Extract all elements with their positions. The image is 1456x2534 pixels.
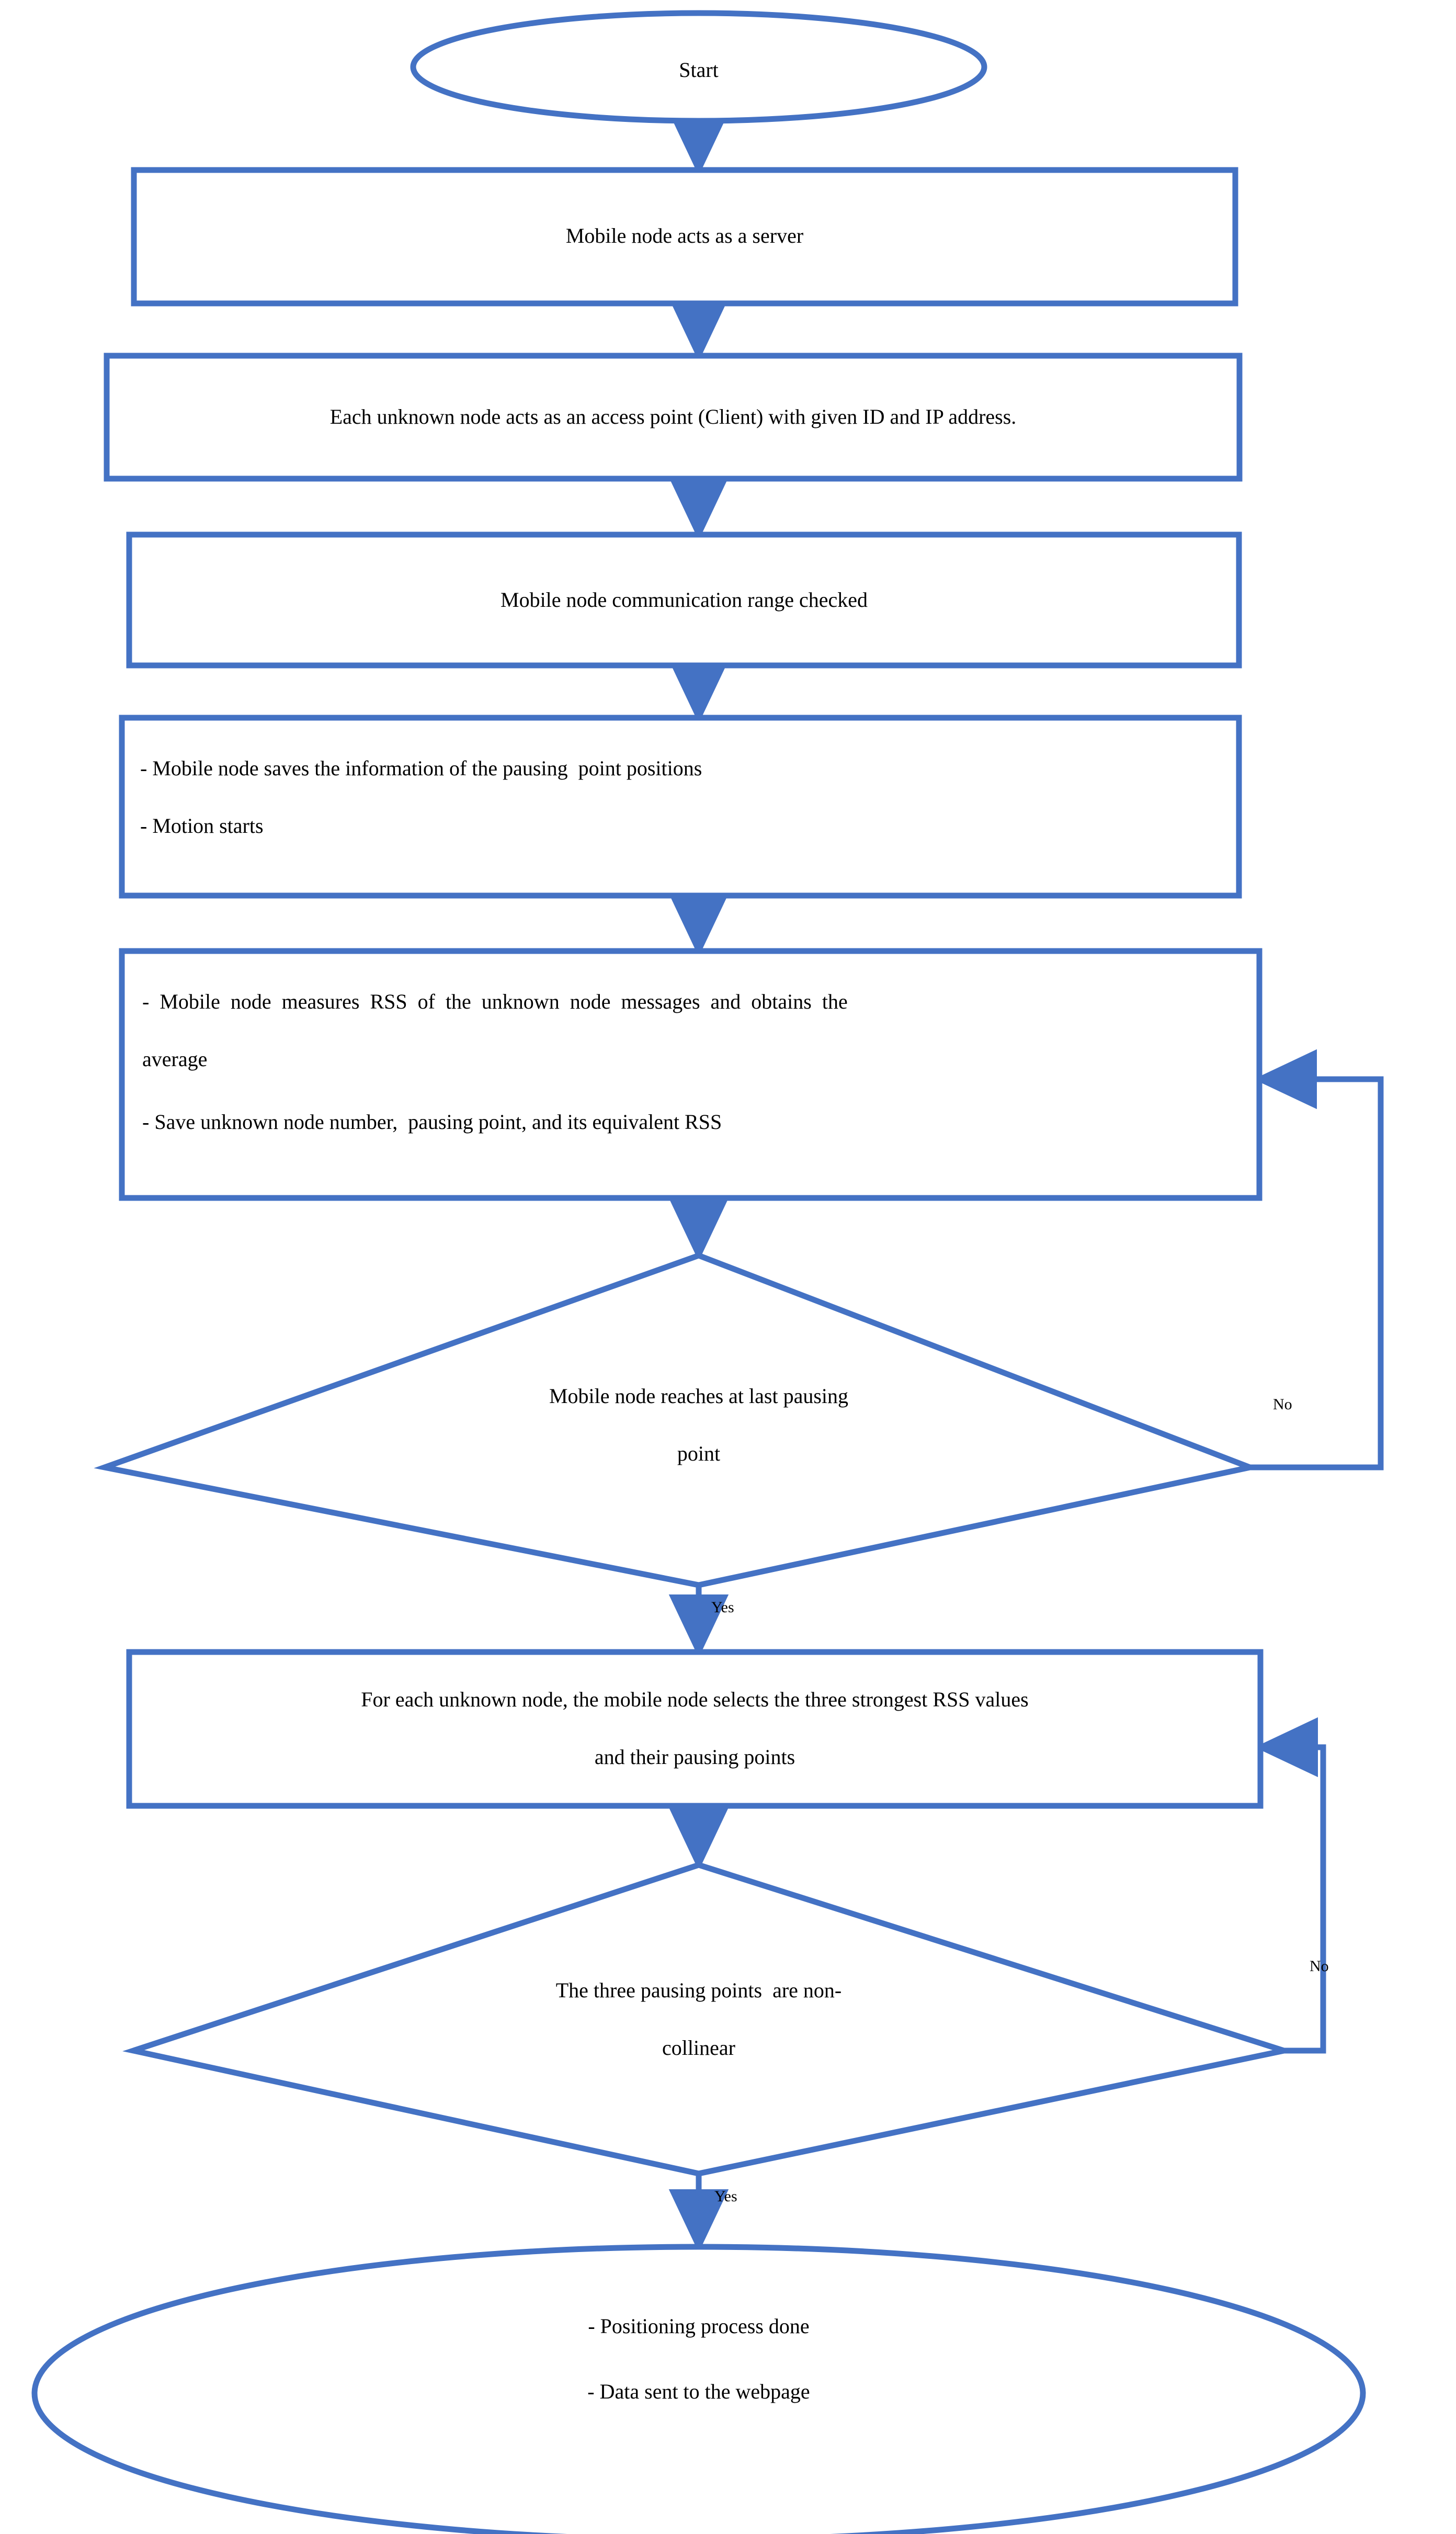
node-noncollinear	[122, 1862, 1295, 2177]
node-pausing	[119, 715, 1242, 899]
edge-lastpoint-no-loop	[1250, 1049, 1384, 1470]
node-server	[131, 167, 1238, 307]
node-client	[104, 353, 1243, 482]
node-start	[410, 10, 987, 124]
edge-label-yes-1: Yes	[711, 1599, 734, 1616]
node-end	[31, 2244, 1366, 2534]
edge-label-no-1: No	[1273, 1396, 1292, 1413]
edge-label-yes-2: Yes	[714, 2188, 737, 2205]
edge-noncollinear-no-loop	[1255, 1717, 1326, 2054]
node-lastpoint	[94, 1252, 1260, 1588]
node-range	[126, 531, 1242, 669]
node-rss	[119, 948, 1262, 1201]
connector-layer	[668, 112, 1384, 2253]
edge-label-no-2: No	[1310, 1958, 1329, 1975]
node-select3	[126, 1649, 1264, 1809]
